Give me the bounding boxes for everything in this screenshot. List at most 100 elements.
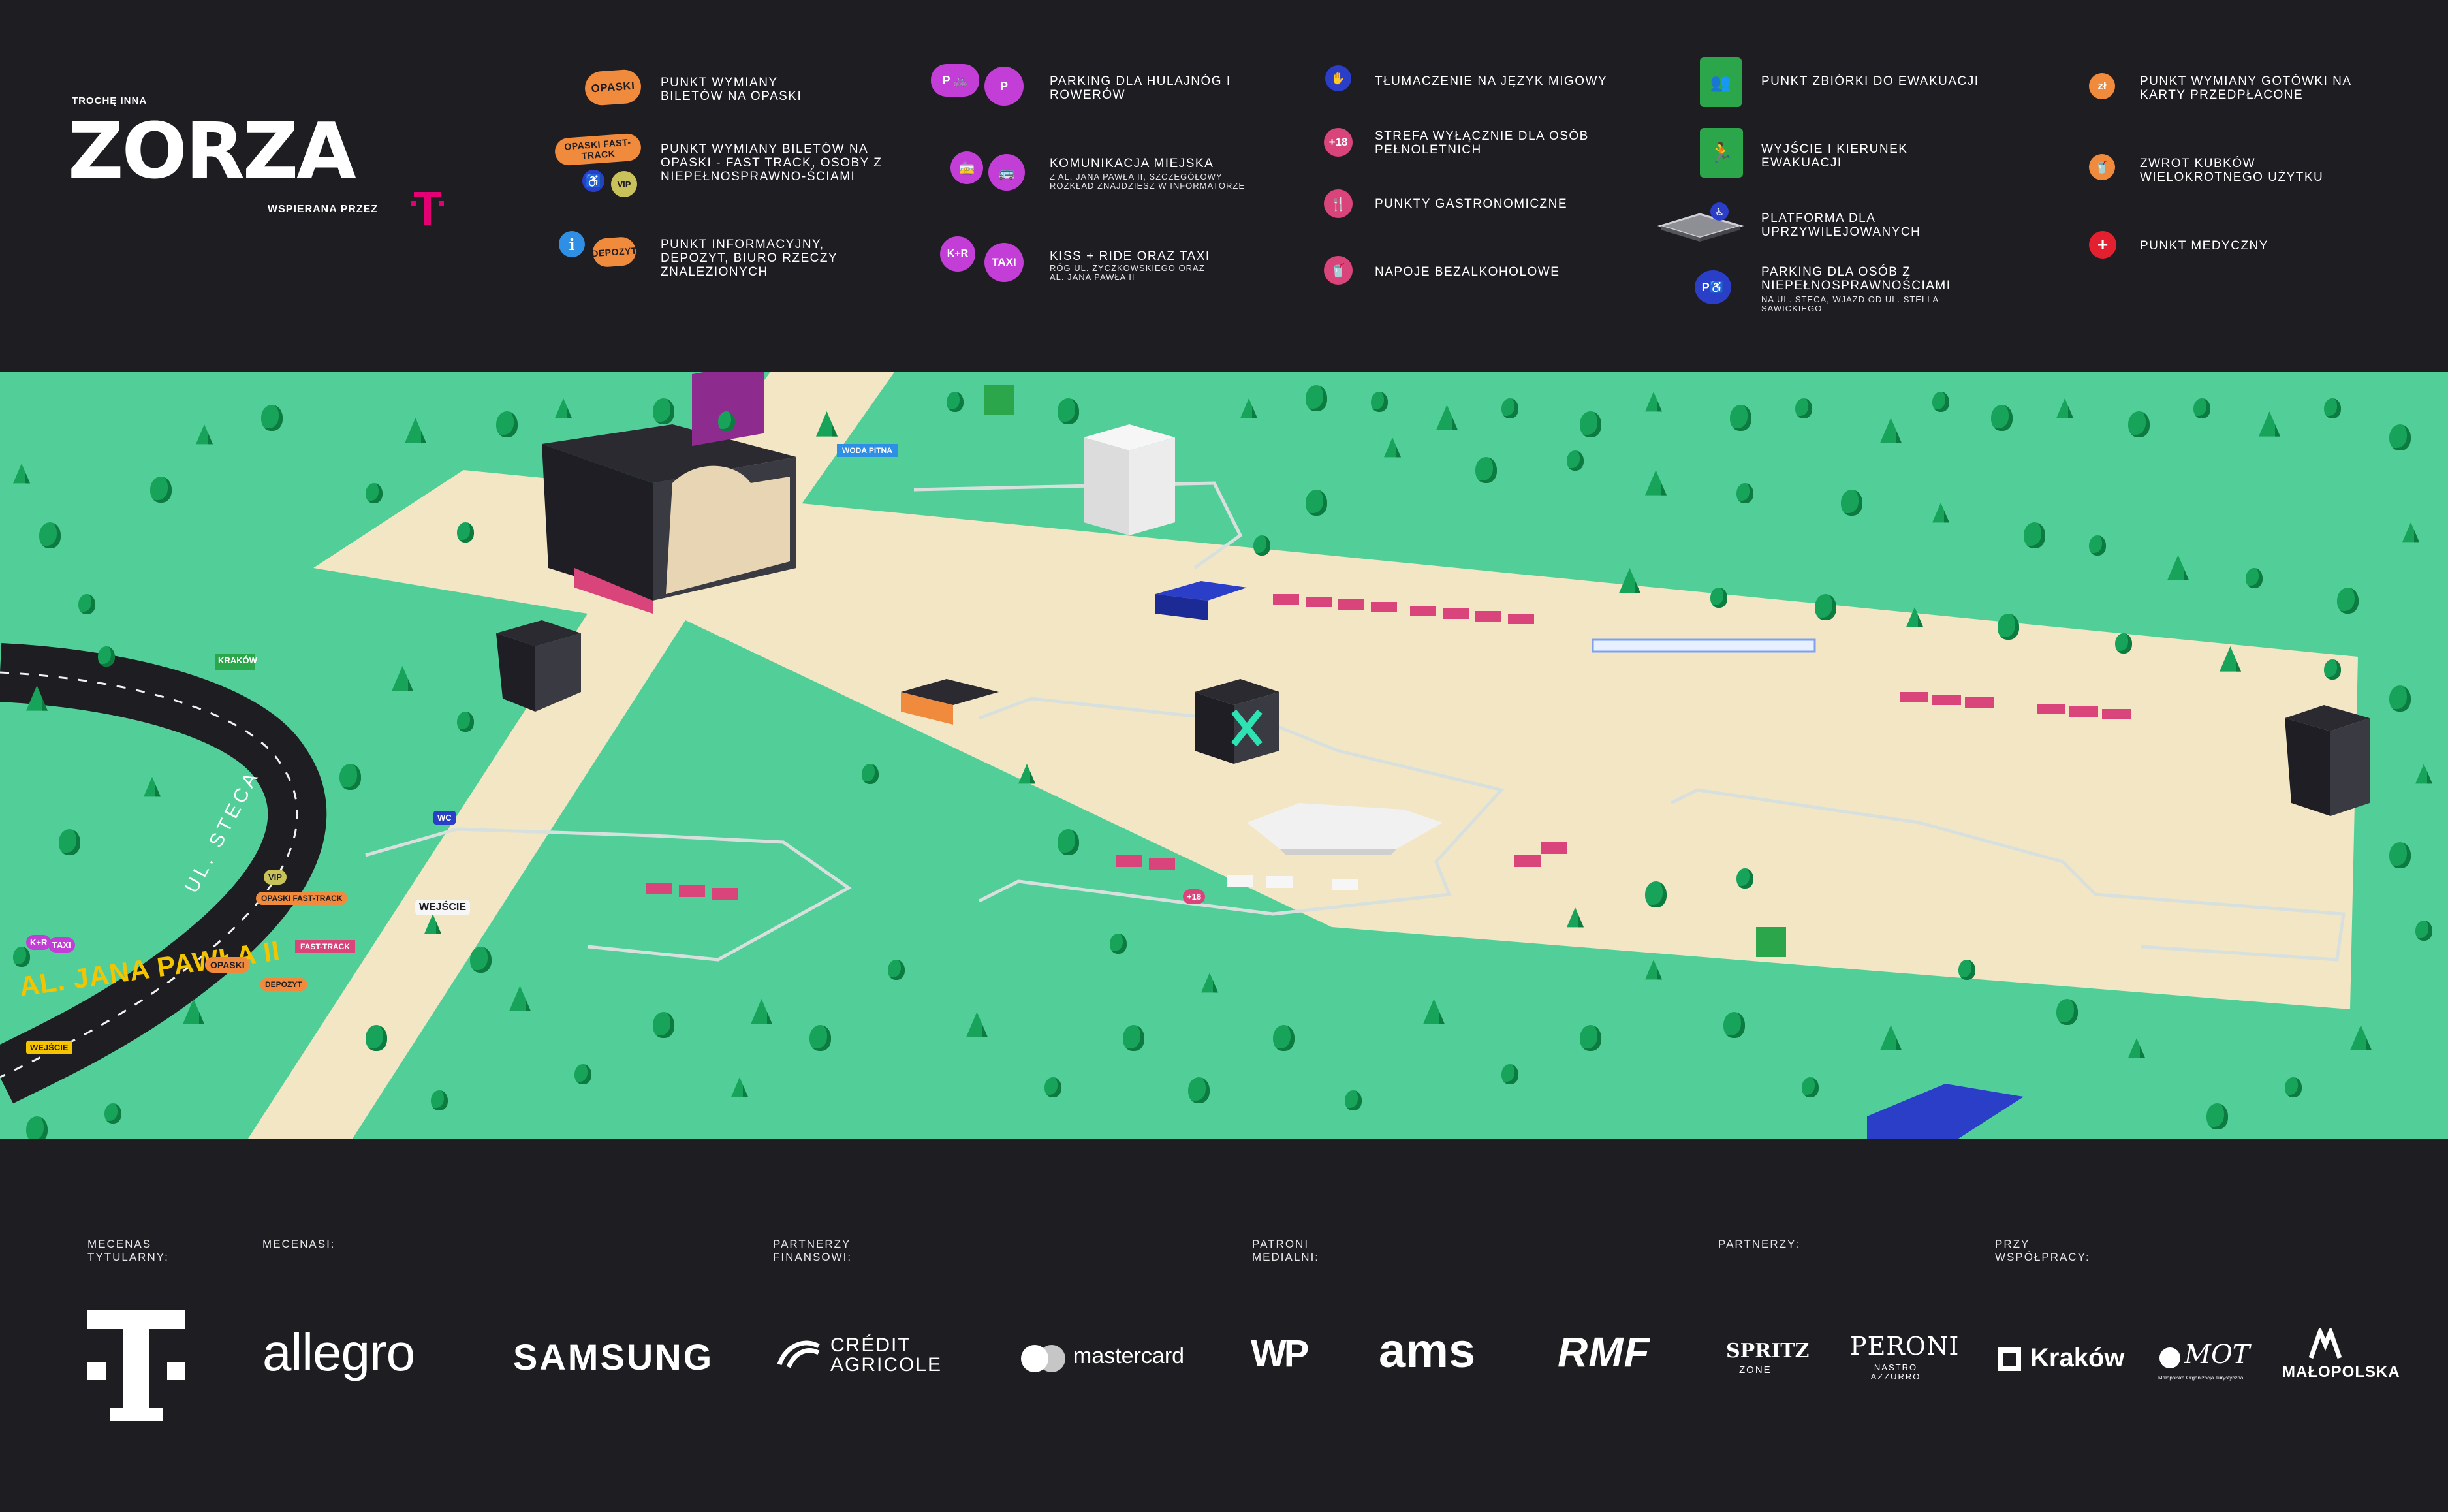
tree-icon [653,398,674,424]
tree-icon [1253,535,1270,556]
tree-icon [2389,424,2411,450]
tree-icon [1998,614,2019,640]
tree-icon [457,712,474,732]
tree-icon [1958,960,1975,981]
tree-icon [1188,1077,1210,1103]
tree-icon [470,947,492,973]
legend-text: PUNKTY GASTRONOMICZNE [1375,197,1568,211]
scooter-parking-icon: P 🚲 [931,64,979,97]
tree-icon [2056,999,2078,1025]
tree-icon [888,960,905,981]
logo-eyebrow: TROCHĘ INNA [72,95,148,106]
plus18-badge: +18 [1324,128,1353,157]
tree-icon [1580,411,1601,437]
legend-header: TROCHĘ INNA ZORZA WSPIERANA PRZEZ OPASKI… [0,0,2448,372]
tree-icon [2206,1103,2228,1129]
label-przy-wspolpracy: PRZY WSPÓŁPRACY: [1995,1238,2090,1263]
krakow-sign: KRAKÓW [218,655,257,665]
fence-north [913,481,1243,570]
tree-icon [59,829,80,855]
tree-icon [1306,490,1327,516]
sponsor-rmf: RMF [1558,1329,1650,1376]
tree-icon [1736,483,1753,504]
tree-icon [718,411,735,432]
vip-badge: VIP [611,171,637,197]
sponsor-peroni-sub: NASTRO AZZURRO [1870,1362,1921,1381]
legend-text: WYJŚCIE I KIERUNEK EWAKUACJI [1761,142,1908,170]
tree-icon [1345,1090,1362,1111]
tree-icon [366,483,383,504]
tree-icon [150,477,172,503]
sponsor-wp: WP [1251,1332,1309,1375]
tree-icon [653,1012,674,1038]
tree-icon [78,594,95,615]
svg-text:♿: ♿ [1715,206,1724,218]
taxi-map-badge: TAXI [48,937,75,953]
legend-text: PUNKT WYMIANY GOTÓWKI NA KARTY PRZEDPŁAC… [2140,74,2351,102]
legend-text: PUNKT WYMIANY BILETÓW NA OPASKI [661,76,802,103]
sponsor-krakow: Kraków [2030,1344,2125,1372]
sponsors-footer: MECENAS TYTULARNY: MECENASI: PARTNERZY F… [0,1139,2448,1512]
label-mecenasi: MECENASI: [262,1238,336,1250]
cash-badge: zł [2089,73,2115,99]
tree-icon [1501,398,1518,419]
water-sign: WODA PITNA [837,444,898,457]
fence-west [365,827,852,962]
sponsor-malopolska: MAŁOPOLSKA [2282,1363,2400,1381]
sponsor-spritz: SPRITZ [1726,1340,1810,1362]
small-stage [496,620,581,712]
sand-path-south [307,620,685,1139]
kiss-ride-map-badge: K+R [26,935,52,950]
depozyt-map-badge: DEPOZYT [260,978,307,991]
tree-icon [1932,392,1949,413]
tree-icon [2389,842,2411,868]
legend-text: KOMUNIKACJA MIEJSKA [1050,157,1214,170]
entry-label: WEJŚCIE [415,900,471,915]
tree-icon [26,1116,48,1139]
sponsor-peroni: PERONI [1850,1332,1960,1361]
legend-text: ZWROT KUBKÓW WIELOKROTNEGO UŻYTKU [2140,157,2324,184]
mot-logo-icon [2159,1347,2180,1368]
food-court [901,679,999,725]
tree-icon [1736,868,1753,889]
cup-icon: 🥤 [1324,256,1353,285]
tree-icon [1815,594,1836,620]
assembly-point-icon: 👥 [1700,57,1742,107]
label-mecenas-tytularny: MECENAS TYTULARNY: [87,1238,169,1263]
tree-icon [1058,398,1079,424]
legend-small: Z AL. JANA PAWŁA II, SZCZEGÓŁOWY ROZKŁAD… [1050,172,1246,191]
tree-icon [1306,385,1327,411]
legend-text: KISS + RIDE ORAZ TAXI [1050,249,1210,263]
tree-icon [431,1090,448,1111]
fast-track-map-sign: FAST-TRACK [295,940,355,953]
tree-icon [1123,1025,1144,1051]
vip-map-badge: VIP [264,870,287,885]
tree-icon [457,522,474,543]
booth-row-north [1273,594,1534,624]
tree-icon [1645,881,1667,907]
tree-icon [1723,1012,1745,1038]
label-patroni-medialni: PATRONI MEDIALNI: [1252,1238,1320,1263]
legend-text: PARKING DLA HULAJNÓG I ROWERÓW [1050,74,1231,102]
map-canvas: UL. STECA [0,372,2448,1139]
tree-icon [39,522,61,548]
booth-row-south [646,842,1567,900]
opaski-map-badge: OPASKI [205,957,250,973]
tree-icon [1710,588,1727,608]
logo-supported-by: WSPIERANA PRZEZ [268,204,379,215]
festival-map: UL. STECA [0,372,2448,1139]
tree-icon [809,1025,831,1051]
wc-row [1592,638,1816,653]
telekom-t-icon [411,192,444,225]
tree-icon [1567,450,1584,471]
legend-text: TŁUMACZENIE NA JĘZYK MIGOWY [1375,74,1608,88]
tree-icon [862,764,879,785]
credit-agricole-icon [777,1340,820,1368]
legend-text: PUNKT MEDYCZNY [2140,239,2268,253]
platform-icon: ♿ [1657,202,1744,242]
tree-icon [1802,1077,1819,1098]
tree-icon [2285,1077,2302,1098]
sponsor-mastercard: mastercard [1073,1344,1185,1368]
tent [1247,803,1443,855]
tree-icon [1841,490,1862,516]
